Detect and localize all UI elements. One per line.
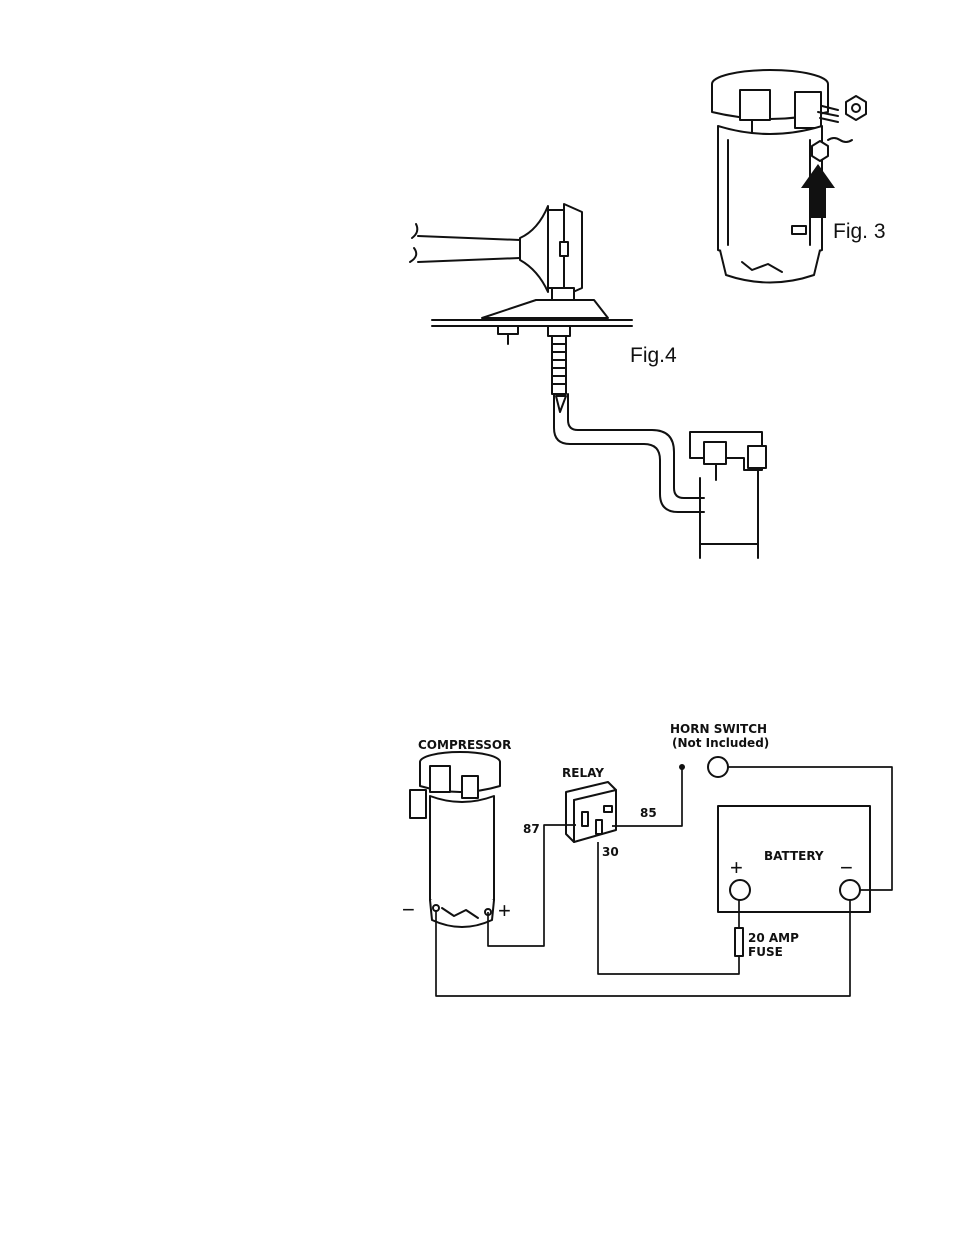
- compressor-minus-label: −: [402, 897, 415, 922]
- horn-switch-icon: [679, 757, 728, 777]
- horn-switch-label: HORN SWITCH: [670, 722, 767, 736]
- relay-label: RELAY: [562, 766, 604, 780]
- relay-pin-87: 87: [523, 822, 540, 836]
- compressor-label: COMPRESSOR: [418, 738, 511, 752]
- figure-3: Fig. 3: [712, 70, 886, 283]
- wiring-diagram: COMPRESSOR − + RELAY 87 85 30 HORN SWITC…: [402, 722, 892, 996]
- fig4-caption: Fig.4: [630, 344, 677, 367]
- fig3-caption: Fig. 3: [833, 220, 886, 243]
- relay-icon: [566, 782, 616, 842]
- horn-switch-note: (Not Included): [672, 736, 769, 750]
- battery-plus-label: +: [730, 855, 743, 880]
- fuse-label-line1: 20 AMP: [748, 931, 799, 945]
- fig4-compressor-icon: [690, 432, 766, 558]
- figure-4: Fig.4: [410, 204, 766, 558]
- wiring-compressor-icon: [410, 752, 500, 927]
- mount-bracket-icon: [432, 288, 632, 394]
- fuse-icon: [735, 928, 743, 956]
- battery-minus-label: −: [840, 855, 853, 880]
- fuse-label-line2: FUSE: [748, 945, 783, 959]
- compressor-plus-label: +: [498, 898, 511, 923]
- relay-pin-85: 85: [640, 806, 657, 820]
- horn-trumpet-icon: [410, 204, 582, 296]
- air-hose-icon: [554, 394, 704, 512]
- battery-label: BATTERY: [764, 849, 824, 863]
- relay-pin-30: 30: [602, 845, 619, 859]
